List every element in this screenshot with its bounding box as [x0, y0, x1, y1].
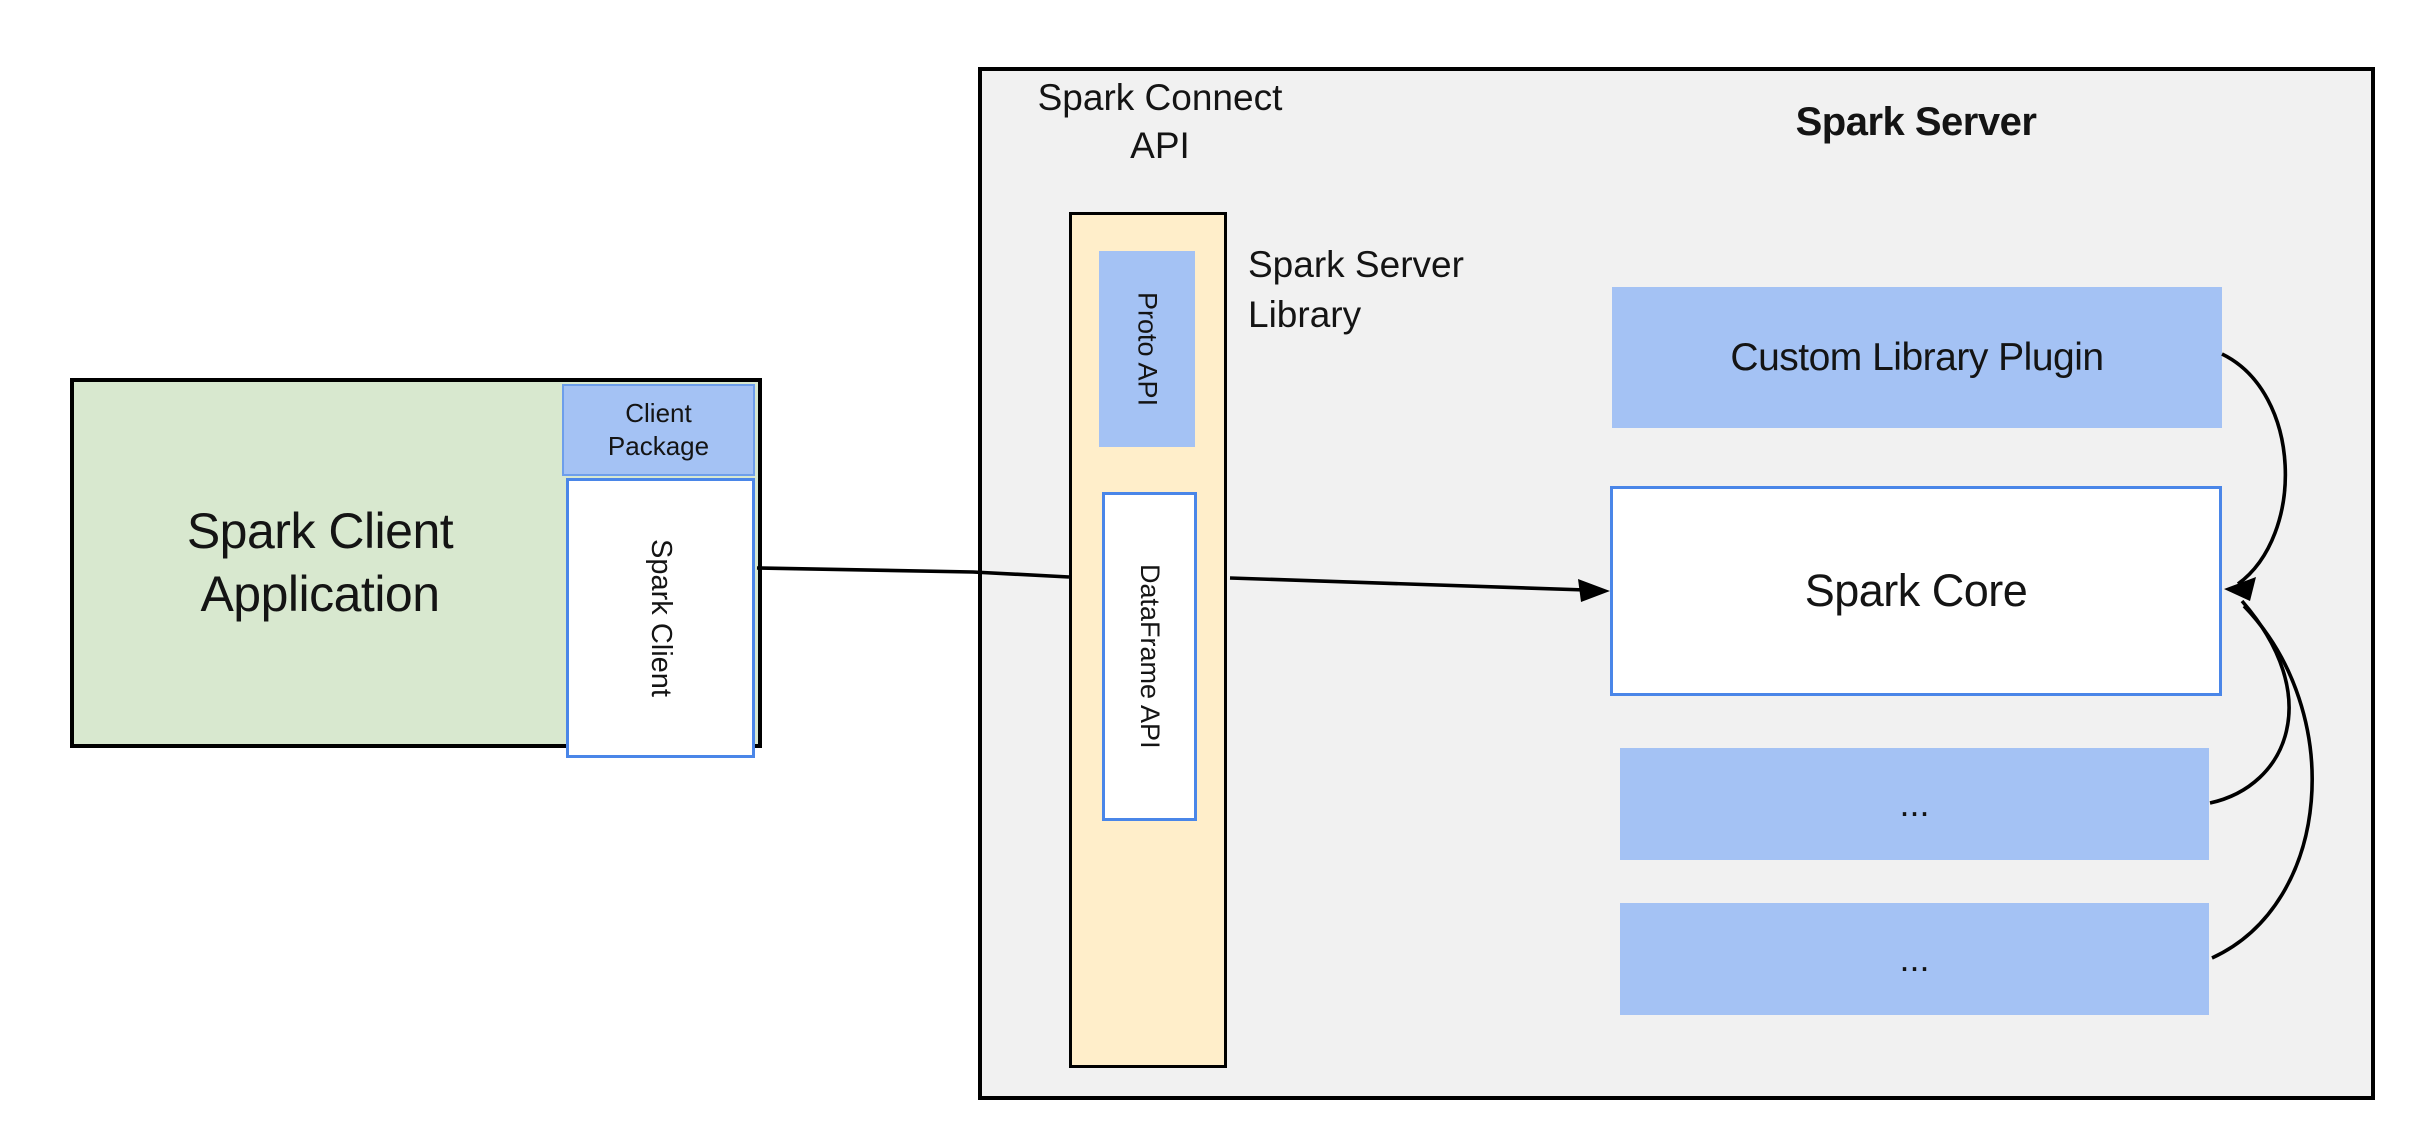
- spark-core-box: Spark Core: [1610, 486, 2222, 696]
- spark-connect-api-title-line1: Spark Connect: [1037, 77, 1283, 118]
- spark-connect-api-title: Spark Connect API: [1010, 74, 1310, 170]
- client-package-line2: Package: [607, 431, 710, 461]
- spark-client-application-line1: Spark Client: [186, 503, 454, 559]
- spark-connect-api-title-line2: API: [1130, 125, 1190, 166]
- ellipsis-box-1: ...: [1620, 748, 2209, 860]
- client-package-box: Client Package: [562, 384, 755, 476]
- proto-api-label: Proto API: [1132, 291, 1163, 407]
- ellipsis-label-2: ...: [1899, 938, 1930, 979]
- ellipsis-box-2: ...: [1620, 903, 2209, 1015]
- spark-server-library-label: Spark Server Library: [1248, 240, 1464, 340]
- dataframe-api-box: DataFrame API: [1102, 492, 1197, 821]
- spark-server-library-label-line2: Library: [1248, 294, 1362, 335]
- spark-client-application-line2: Application: [200, 566, 440, 622]
- spark-server-library-label-line1: Spark Server: [1248, 244, 1464, 285]
- spark-core-label: Spark Core: [1804, 565, 2028, 616]
- spark-client-application-label: Spark Client Application: [74, 382, 566, 744]
- ellipsis-label-1: ...: [1899, 783, 1930, 824]
- proto-api-box: Proto API: [1099, 251, 1195, 447]
- spark-client-label: Spark Client: [645, 539, 677, 697]
- client-package-line1: Client: [625, 398, 692, 428]
- spark-server-title: Spark Server: [1795, 100, 2037, 144]
- custom-library-plugin-label: Custom Library Plugin: [1730, 335, 2104, 379]
- spark-client-box: Spark Client: [566, 478, 755, 758]
- dataframe-api-label: DataFrame API: [1135, 564, 1165, 749]
- custom-library-plugin-box: Custom Library Plugin: [1612, 287, 2222, 428]
